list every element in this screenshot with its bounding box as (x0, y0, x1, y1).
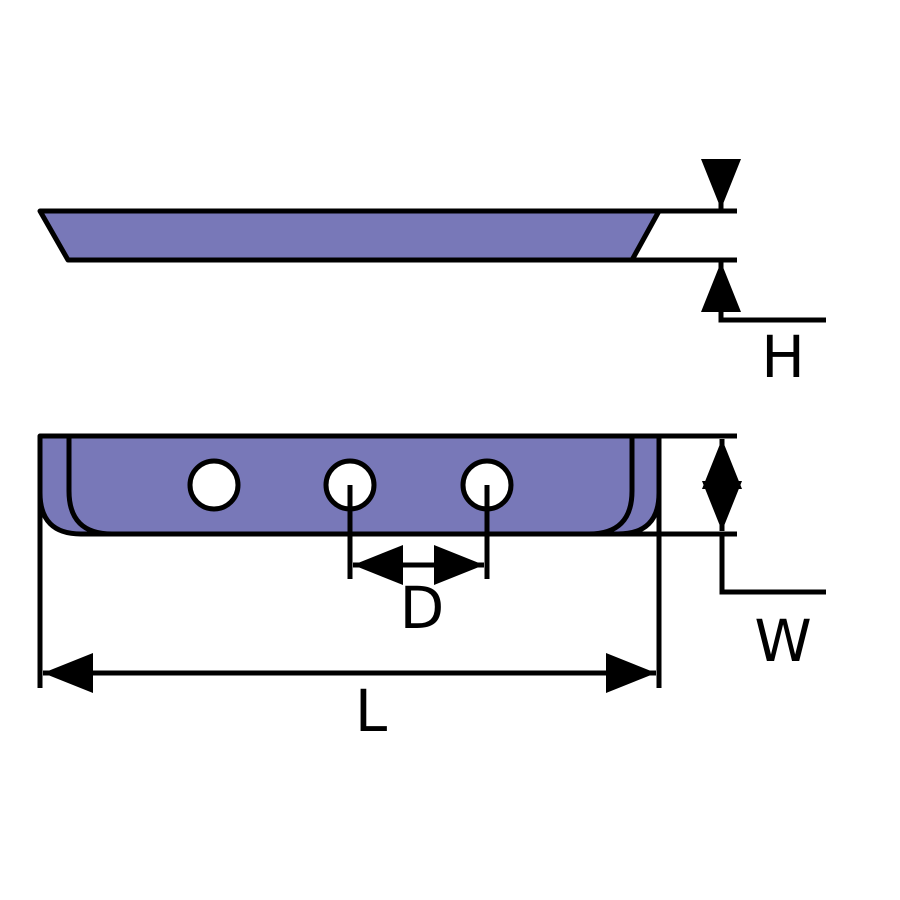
height-label: H (761, 323, 805, 391)
side-profile-shape (37, 208, 662, 263)
hole-spacing-dimension (347, 485, 490, 585)
height-leader-line (718, 262, 826, 323)
width-dimension (618, 433, 826, 595)
width-label: W (754, 607, 811, 675)
length-label: L (355, 677, 387, 745)
side-view (37, 208, 662, 263)
hole-spacing-label: D (400, 574, 445, 642)
length-dimension (37, 493, 662, 693)
height-dimension (632, 159, 826, 323)
mounting-hole-left (187, 458, 241, 512)
width-leader-line (719, 534, 826, 595)
